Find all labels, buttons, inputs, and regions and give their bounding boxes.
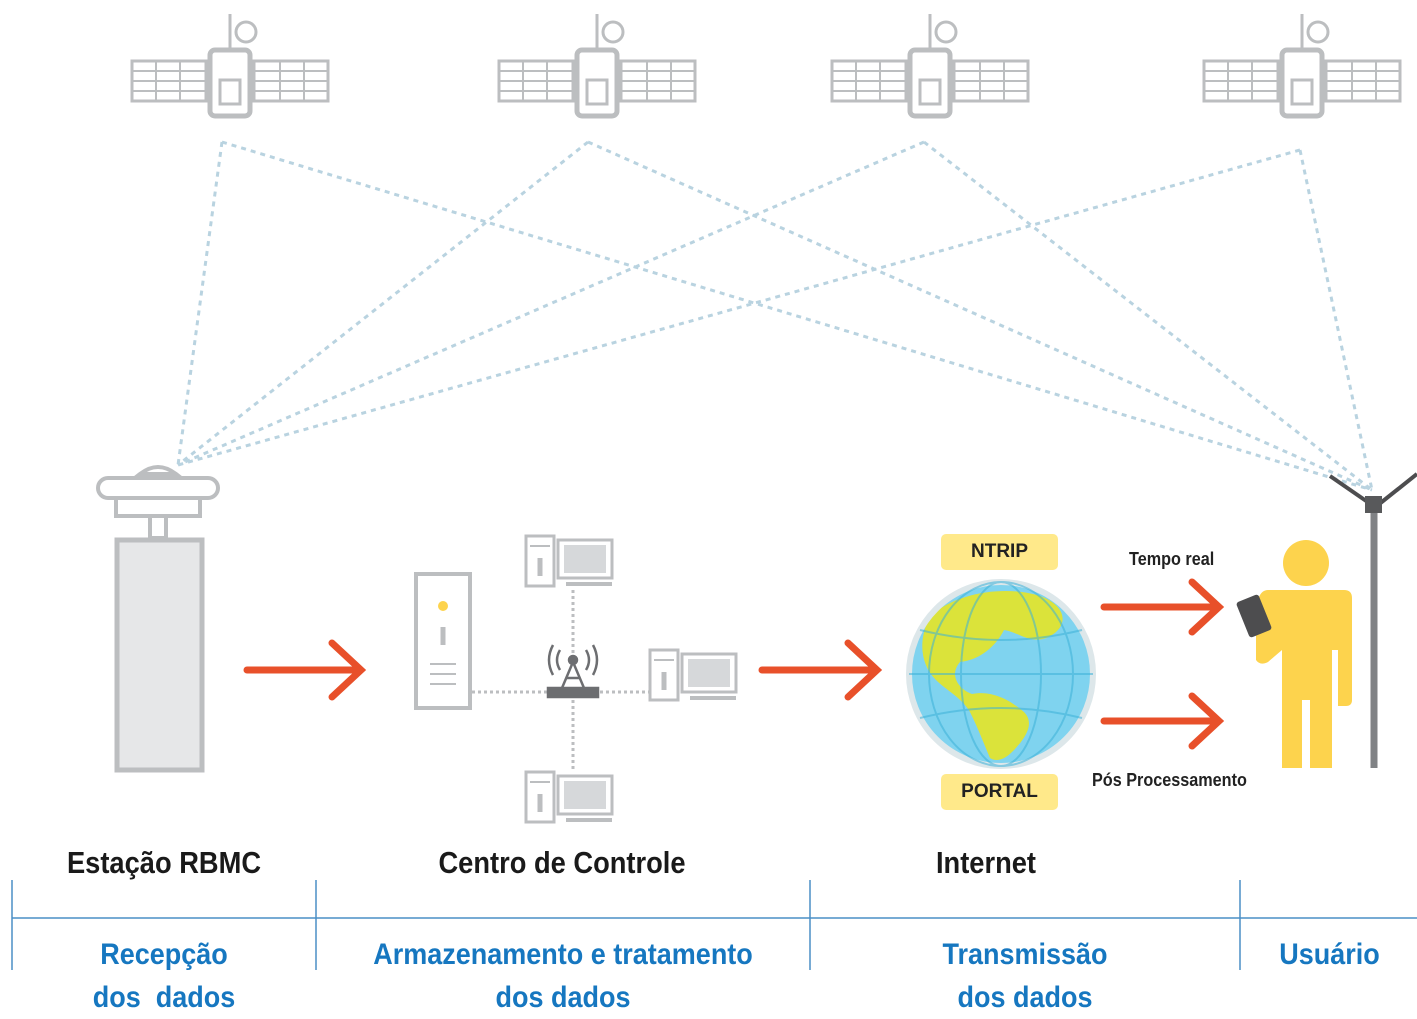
internet-title: Internet [935, 845, 1037, 880]
signal-lines [176, 140, 1374, 492]
gnss-antenna-icon [96, 465, 220, 773]
realtime-label: Tempo real [1129, 549, 1215, 569]
globe-icon [906, 579, 1096, 769]
computer-icon [526, 536, 612, 586]
phase-user: Usuário [1251, 933, 1409, 976]
person-icon [1256, 540, 1352, 768]
satellite-icon [832, 14, 1028, 116]
post-processing-label: Pós Processamento [1092, 770, 1247, 790]
arrow-icon [243, 639, 367, 701]
section-dividers [11, 880, 1417, 970]
phase-line-2: dos dados [495, 981, 631, 1014]
arrow-icon [758, 639, 883, 701]
ntrip-tag: NTRIP [941, 534, 1058, 570]
arrow-icon [1100, 578, 1225, 636]
phase-reception: Recepção dos dados [29, 933, 299, 1019]
phase-storage: Armazenamento e tratamento dos dados [343, 933, 784, 1019]
phase-line-1: Armazenamento e tratamento [373, 938, 753, 971]
satellite-icon [132, 14, 328, 116]
network-links [472, 590, 650, 770]
computer-icon [650, 650, 736, 700]
computer-icon [526, 772, 612, 822]
phase-line-2: dos dados [957, 981, 1093, 1014]
phase-line-1: Usuário [1279, 938, 1380, 971]
control-title: Centro de Controle [438, 845, 686, 880]
station-title: Estação RBMC [66, 845, 262, 880]
arrow-icon [1100, 692, 1225, 750]
server-icon [414, 572, 472, 710]
phase-line-1: Recepção [100, 938, 228, 971]
satellite-icon [499, 14, 695, 116]
router-icon [546, 644, 600, 699]
satellite-icon [1204, 14, 1400, 116]
phase-line-2: dos dados [92, 981, 236, 1014]
tablet-icon [1236, 594, 1272, 638]
phase-transmission: Transmissão dos dados [833, 933, 1216, 1019]
phase-line-1: Transmissão [942, 938, 1108, 971]
rover-pole-icon [1328, 472, 1417, 768]
portal-tag: PORTAL [941, 774, 1058, 810]
